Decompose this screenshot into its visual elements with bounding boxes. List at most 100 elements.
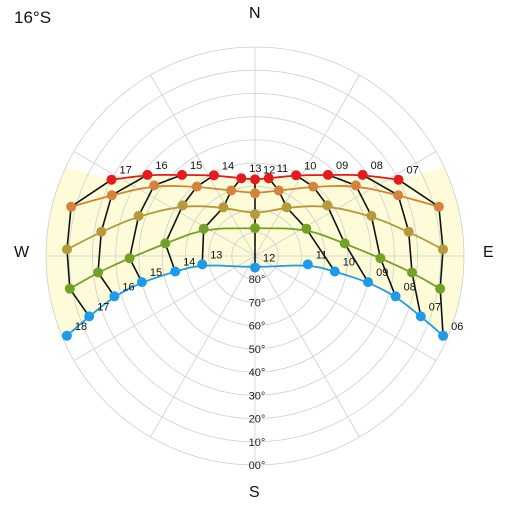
- hour-label: 17: [97, 301, 109, 313]
- sun-position-dot: [250, 174, 260, 185]
- sun-position-dot: [136, 277, 147, 288]
- azimuth-spoke: [150, 74, 256, 257]
- hour-label: 10: [343, 257, 355, 269]
- sun-position-dot: [170, 266, 181, 277]
- sun-position-dot: [93, 267, 103, 278]
- hour-label: 15: [190, 160, 202, 172]
- hour-label: 13: [210, 249, 222, 261]
- sun-position-dot: [393, 174, 404, 185]
- sun-position-dot: [177, 200, 188, 211]
- sun-position-dot: [281, 202, 292, 213]
- sun-position-dot: [273, 185, 284, 196]
- altitude-label: 80°: [249, 274, 266, 286]
- altitude-label: 20°: [249, 414, 266, 426]
- hour-label: 09: [336, 160, 348, 172]
- hour-label: 14: [183, 257, 195, 269]
- azimuth-spoke: [254, 255, 360, 438]
- hour-label: 16: [122, 281, 134, 293]
- sun-position-dot: [124, 253, 135, 264]
- altitude-label: 10°: [249, 437, 266, 449]
- azimuth-spoke: [73, 151, 256, 257]
- sun-position-dot: [363, 277, 374, 288]
- altitude-label: 60°: [249, 321, 266, 333]
- hour-label: 16: [155, 160, 167, 172]
- sun-position-dot: [291, 170, 302, 181]
- hour-label: 13: [249, 163, 261, 175]
- sun-path-line: [66, 205, 444, 251]
- sun-position-dot: [403, 226, 414, 237]
- sun-position-dot: [250, 209, 260, 220]
- hour-label: 15: [150, 267, 162, 279]
- sun-position-dot: [339, 238, 350, 249]
- sun-position-dot: [160, 238, 171, 249]
- sun-position-dot: [250, 223, 260, 234]
- hour-label: 08: [371, 160, 383, 172]
- sun-position-dot: [142, 169, 153, 180]
- sun-position-dot: [208, 170, 219, 181]
- sun-position-dot: [84, 311, 95, 322]
- azimuth-spoke: [254, 151, 437, 257]
- sun-position-dot: [133, 210, 144, 221]
- hour-label: 06: [451, 321, 463, 333]
- sun-position-dot: [149, 180, 160, 191]
- azimuth-spoke: [73, 255, 256, 361]
- sun-position-dot: [250, 262, 260, 273]
- hour-label: 09: [376, 267, 388, 279]
- sun-position-dot: [301, 223, 312, 234]
- sun-position-dot: [357, 169, 368, 180]
- sun-position-dot: [106, 174, 117, 185]
- sun-position-dot: [438, 330, 449, 341]
- altitude-label: 40°: [249, 367, 266, 379]
- hour-label: 11: [316, 249, 327, 261]
- sun-position-dot: [218, 202, 229, 213]
- sun-position-dot: [64, 283, 75, 294]
- sun-position-dot: [263, 173, 274, 184]
- compass-east-label: E: [483, 244, 494, 261]
- sun-position-dot: [390, 291, 401, 302]
- sun-position-dot: [375, 253, 386, 264]
- sun-position-dot: [96, 226, 107, 237]
- sun-position-dot: [415, 311, 426, 322]
- azimuth-spoke: [254, 255, 437, 361]
- sun-position-dot: [106, 190, 117, 201]
- sun-position-dot: [393, 190, 404, 201]
- sun-position-dot: [61, 330, 72, 341]
- hour-label: 08: [404, 281, 416, 293]
- sun-position-dot: [322, 200, 333, 211]
- hour-label: 18: [75, 321, 87, 333]
- hour-label: 07: [407, 165, 419, 177]
- hour-label: 14: [222, 160, 234, 172]
- compass-north-label: N: [249, 5, 261, 22]
- sun-position-dot: [191, 181, 202, 192]
- sun-position-dot: [438, 244, 448, 255]
- compass-south-label: S: [249, 484, 260, 501]
- hour-label: 11: [277, 163, 288, 175]
- sun-position-dot: [236, 173, 247, 184]
- altitude-label: 70°: [249, 297, 266, 309]
- sun-position-dot: [350, 180, 361, 191]
- sun-position-dot: [62, 244, 72, 255]
- sun-position-dot: [66, 201, 77, 212]
- hour-label: 17: [120, 165, 132, 177]
- sun-position-dot: [407, 267, 417, 278]
- azimuth-spoke: [150, 255, 256, 438]
- sun-position-dot: [226, 185, 237, 196]
- altitude-label: 50°: [249, 344, 266, 356]
- sun-path-line: [66, 264, 444, 337]
- hour-label: 07: [429, 301, 441, 313]
- altitude-label: 00°: [249, 460, 266, 472]
- sun-position-dot: [302, 259, 313, 270]
- sun-position-dot: [177, 169, 187, 180]
- hour-label: 10: [304, 160, 316, 172]
- azimuth-spoke: [254, 74, 360, 257]
- sun-position-dot: [433, 201, 444, 212]
- hour-label: 12: [263, 253, 275, 265]
- sun-position-dot: [198, 223, 209, 234]
- sun-position-dot: [109, 291, 120, 302]
- sun-position-dot: [435, 283, 446, 294]
- sun-position-dot: [329, 266, 340, 277]
- altitude-label: 30°: [249, 390, 266, 402]
- sun-position-dot: [323, 169, 333, 180]
